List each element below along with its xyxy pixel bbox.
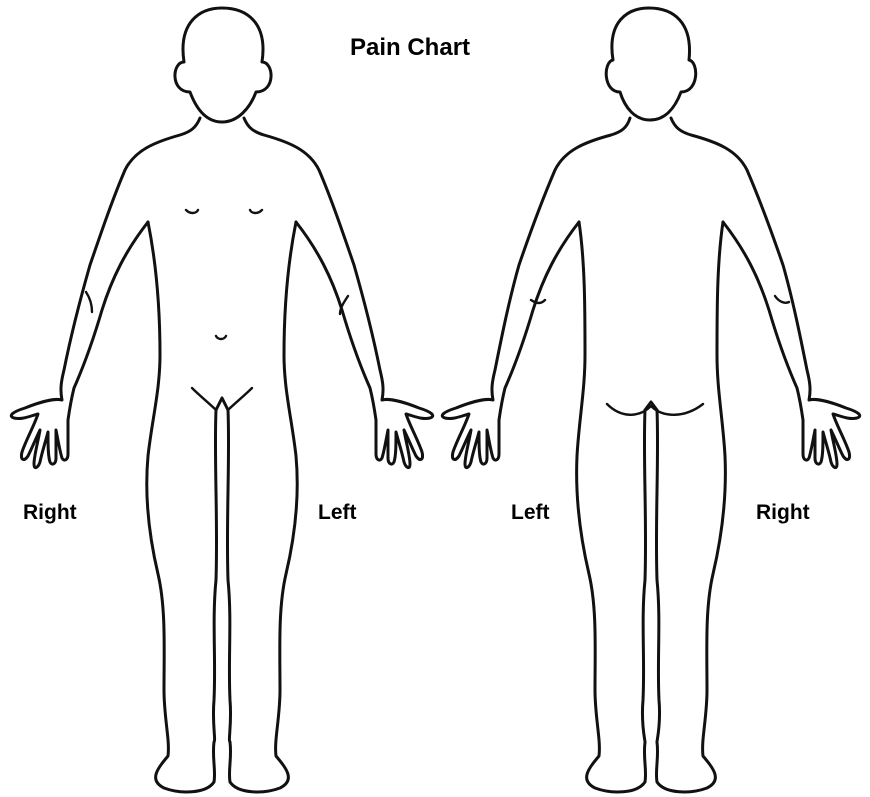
back-shoulder-arm-right (671, 118, 860, 468)
back-body-details (531, 296, 789, 415)
back-left-side-torso-leg (577, 222, 646, 792)
front-left-side-torso-leg (229, 222, 297, 792)
front-left-label: Left (318, 501, 357, 525)
front-right-label: Right (23, 501, 77, 525)
front-inner-legs (213, 398, 230, 742)
back-right-side-torso-leg (656, 222, 725, 792)
front-neck-shoulders-arms (11, 118, 200, 468)
front-shoulder-arm-left (244, 118, 433, 468)
front-body-outline (0, 0, 435, 797)
back-body-outline (435, 0, 870, 797)
back-left-label: Left (511, 501, 550, 525)
front-right-side-torso-leg (147, 222, 215, 792)
back-shoulder-arm-left (442, 118, 630, 468)
back-head (606, 8, 696, 120)
back-inner-legs (642, 402, 659, 742)
back-right-label: Right (756, 501, 810, 525)
front-head (175, 8, 271, 122)
